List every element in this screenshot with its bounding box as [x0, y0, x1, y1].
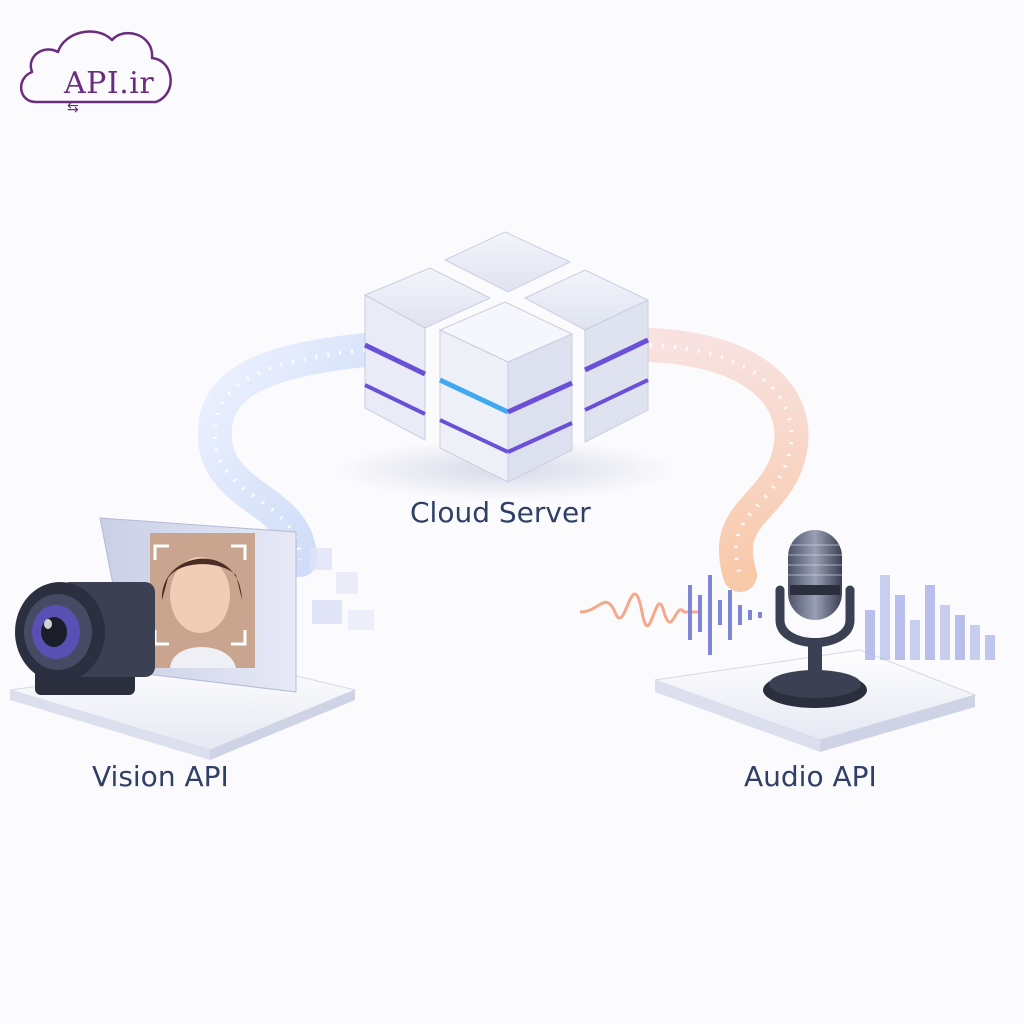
sound-wave-icon: [579, 575, 762, 655]
link-server-audio: [633, 328, 809, 592]
server-label: Cloud Server: [410, 496, 591, 529]
camera-icon: [15, 582, 155, 695]
logo-text: API.ir: [64, 66, 155, 101]
microphone-icon: [763, 530, 867, 708]
cloud-icon: [20, 30, 172, 104]
vision-api-label: Vision API: [92, 760, 229, 793]
audio-api-label: Audio API: [744, 760, 877, 793]
server-cubes-icon: [335, 231, 675, 500]
equalizer-icon: [865, 575, 995, 660]
link-server-vision: [197, 333, 382, 577]
logo: API.ir ⇆: [14, 14, 184, 116]
swap-arrows-icon: ⇆: [67, 100, 79, 116]
